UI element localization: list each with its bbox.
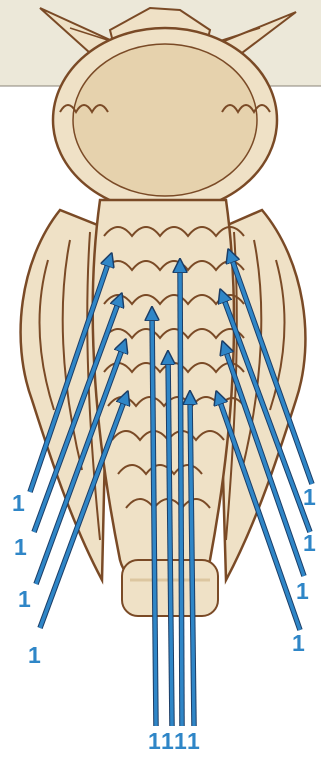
owl-head: [53, 28, 277, 212]
callout-label-bottom-1: 1: [148, 730, 161, 753]
callout-label-left-1: 1: [12, 492, 25, 515]
callout-label-left-3: 1: [18, 588, 31, 611]
callout-label-right-2: 1: [303, 532, 316, 555]
callout-label-left-2: 1: [14, 536, 27, 559]
callout-label-right-4: 1: [292, 632, 305, 655]
callout-label-bottom-3: 1: [174, 730, 187, 753]
callout-label-bottom-2: 1: [161, 730, 174, 753]
callout-label-bottom-4: 1: [187, 730, 200, 753]
callout-label-right-1: 1: [303, 486, 316, 509]
callout-label-left-4: 1: [28, 644, 41, 667]
callout-label-right-3: 1: [296, 580, 309, 603]
